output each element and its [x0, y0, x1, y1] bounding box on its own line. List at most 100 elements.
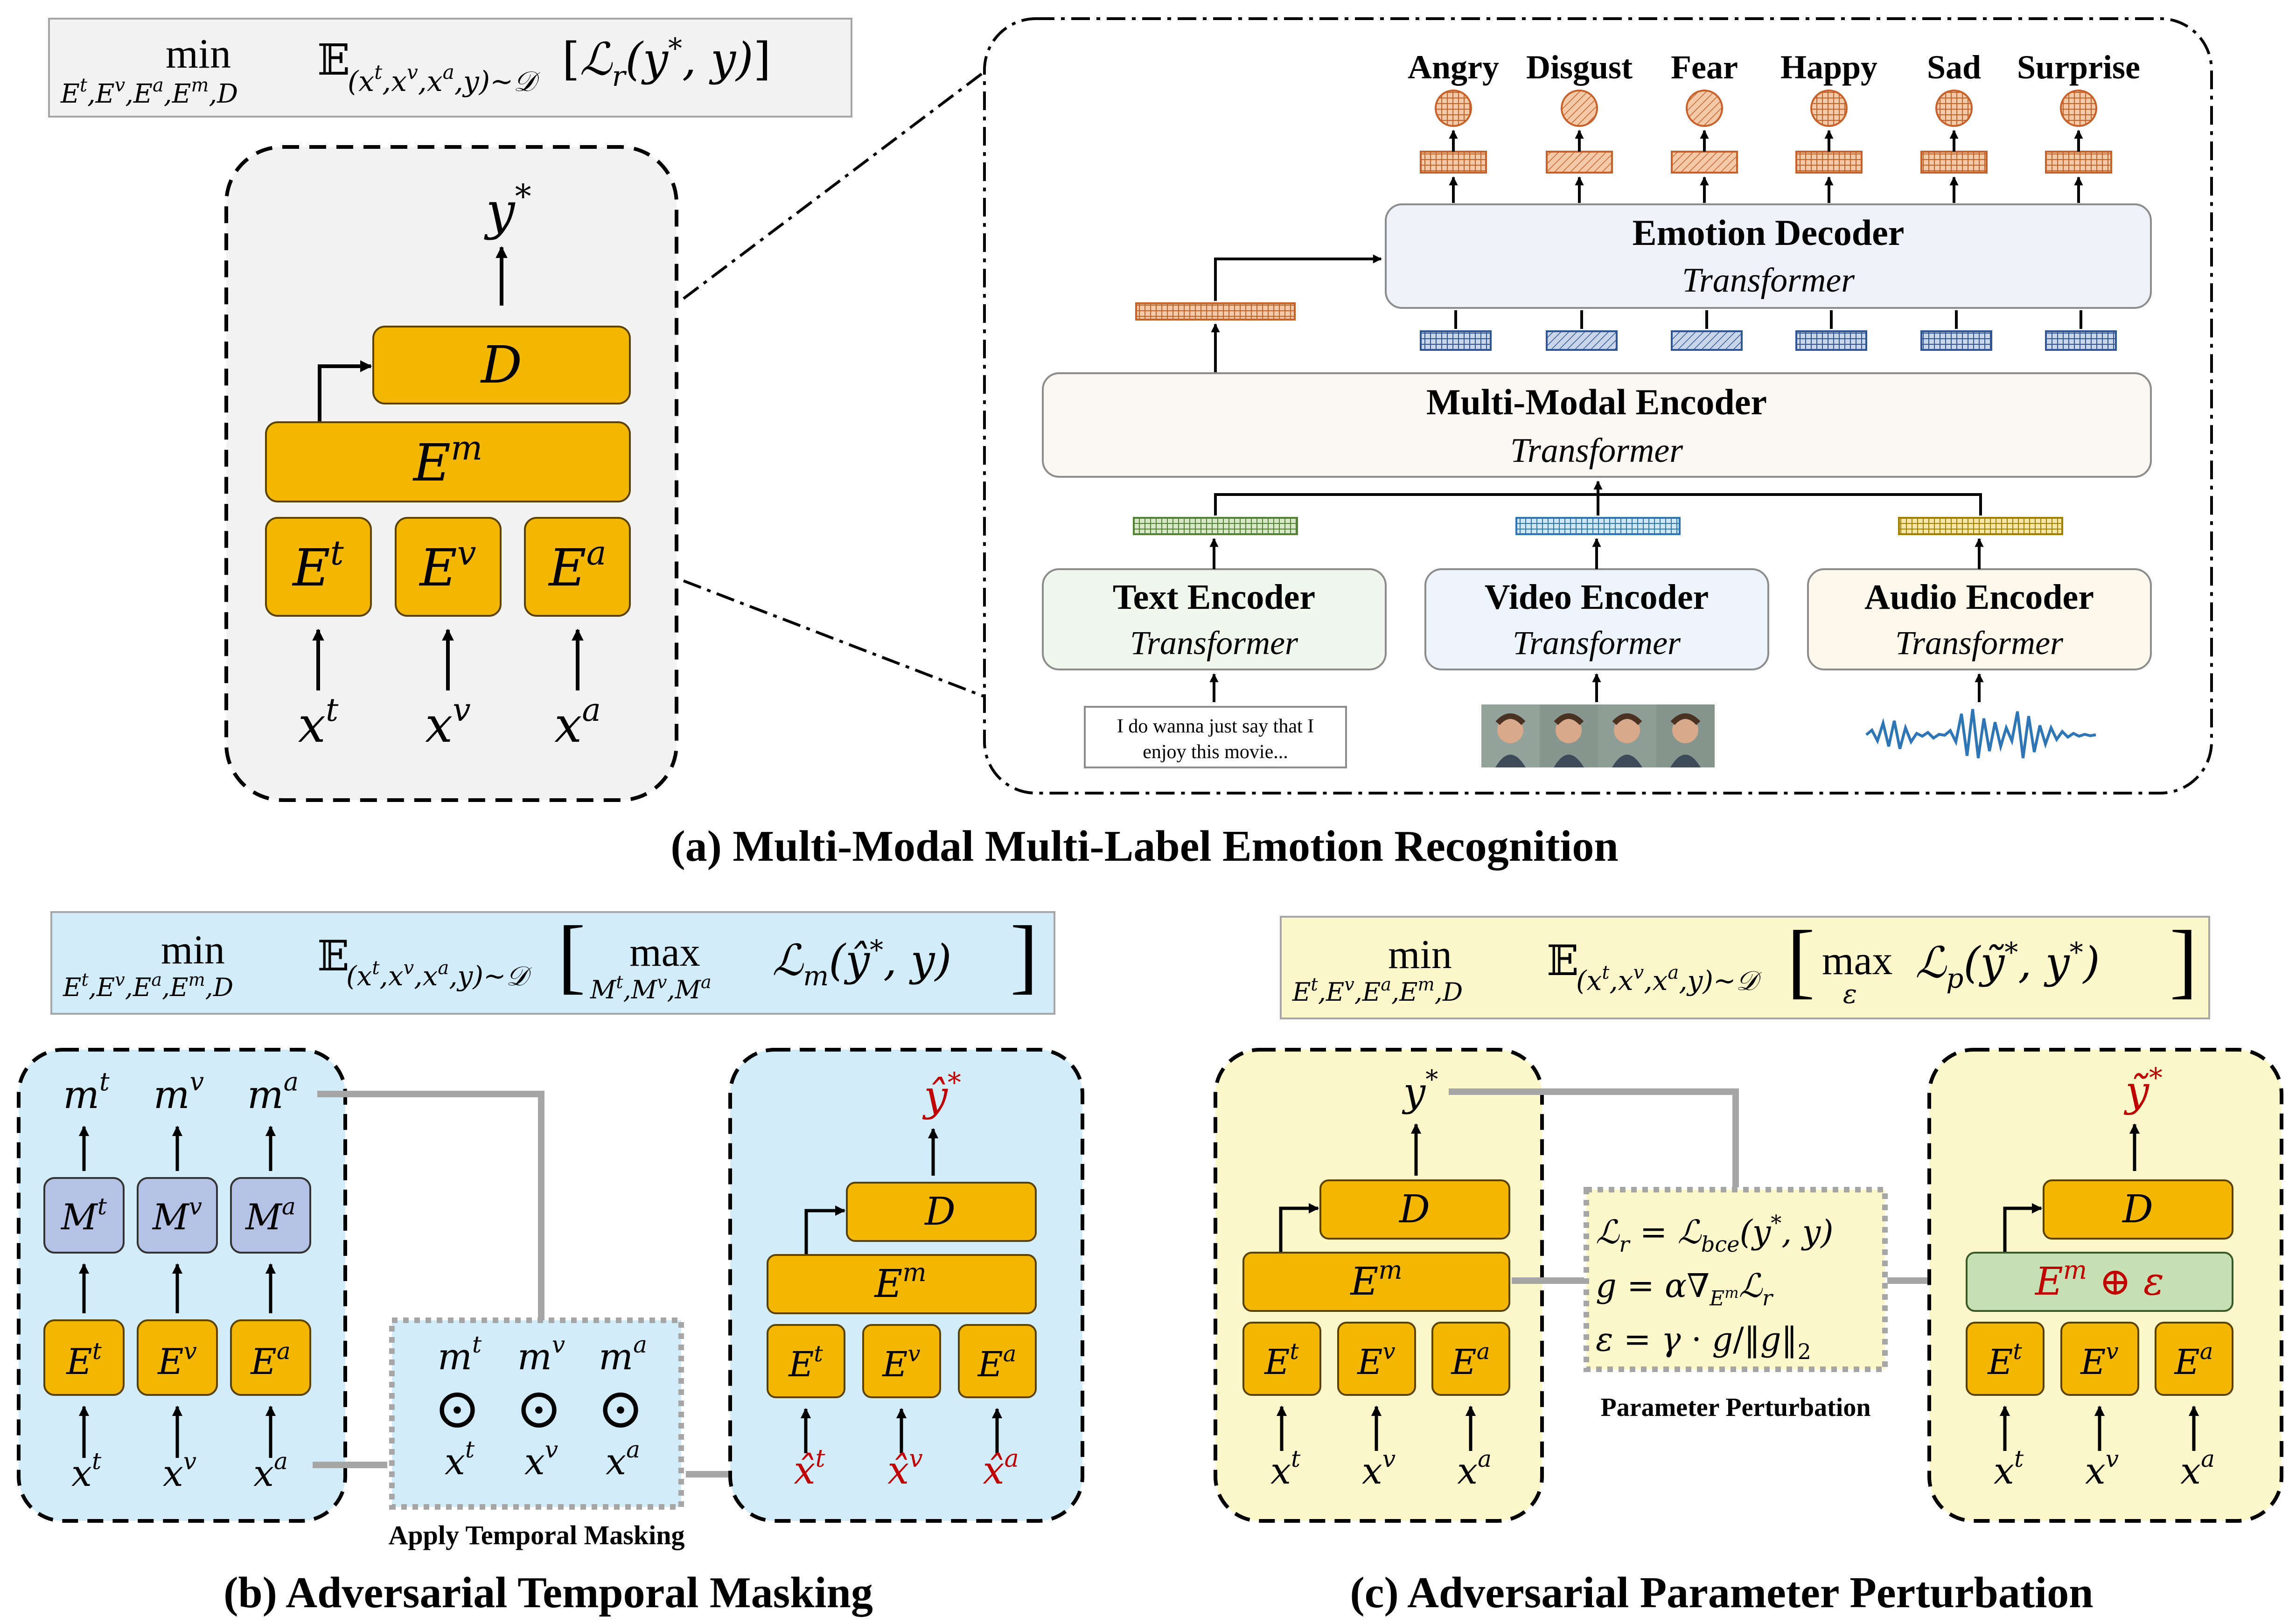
video-encoder-sub: Transformer	[1513, 624, 1681, 662]
objective-c-max: max	[1822, 938, 1893, 983]
zoom-line-bottom	[683, 579, 988, 699]
objective-c-expect: 𝔼	[1547, 938, 1579, 984]
input-xa-c2: xa	[2180, 1445, 2215, 1492]
decoder-block-c2	[2043, 1179, 2233, 1240]
text-input-line2: enjoy this movie...	[1143, 741, 1288, 763]
section-a: min Et,Ev,Ea,Em,D 𝔼 (xt,xv,xa,y)~𝒟 [ℒr(y…	[48, 17, 2213, 871]
objective-c-loss: ℒp(ỹ*, y*)	[1915, 936, 2100, 994]
multimodal-encoder-title: Multi-Modal Encoder	[1426, 382, 1767, 422]
fusion-encoder-block-b	[767, 1254, 1037, 1314]
enc-Ea-b	[230, 1319, 311, 1396]
objective-c-min: min	[1388, 932, 1452, 977]
fusion-encoder-block-a	[265, 421, 631, 502]
video-token	[1515, 517, 1681, 535]
objective-b-bracket-close: ]	[1010, 909, 1038, 1002]
arrow-fused-to-decoder	[1214, 254, 1382, 301]
video-frames-image	[1481, 704, 1715, 767]
perturb-eq3: ε = γ · g/‖g‖2	[1596, 1320, 1811, 1364]
enc-Et-b2	[767, 1324, 845, 1398]
input-xv-b: xv	[163, 1448, 196, 1495]
decoder-query-tokens	[1420, 310, 2117, 351]
odot-v: ⊙	[516, 1378, 563, 1440]
decoder-block-c	[1319, 1179, 1510, 1240]
audio-encoder-block-a	[524, 517, 631, 617]
odot-t: ⊙	[434, 1378, 481, 1440]
decoder-label-b: D	[924, 1190, 956, 1234]
emotion-output-disgust	[1546, 90, 1613, 203]
caption-a: (a) Multi-Modal Multi-Label Emotion Reco…	[670, 822, 1618, 871]
enc-Ev-c	[1337, 1322, 1416, 1396]
zoom-line-top	[683, 69, 988, 300]
input-xv-a: xv	[425, 692, 471, 753]
objective-b: min Et,Ev,Ea,Em,D 𝔼 (xt,xv,xa,y)~𝒟 [ max…	[63, 909, 1038, 1004]
emotion-fear: Fear	[1671, 49, 1738, 86]
apply-xt: xt	[445, 1436, 475, 1483]
enc-Et-c2	[1966, 1322, 2045, 1396]
decoder-label-a: D	[480, 335, 522, 395]
audio-encoder-title: Audio Encoder	[1864, 578, 2094, 617]
arrow-em-to-d	[318, 360, 372, 422]
audio-waveform-image	[1865, 709, 2096, 759]
emotion-output-surprise	[2045, 90, 2112, 203]
enc-Ev-b2	[862, 1324, 941, 1398]
emotion-output-happy	[1795, 90, 1863, 203]
enc-Ev-c2	[2060, 1322, 2139, 1396]
objective-b-loss: ℒm(ŷ*, y)	[772, 934, 952, 992]
fused-token	[1135, 302, 1296, 321]
emotion-disgust: Disgust	[1526, 49, 1633, 86]
enc-Et-b	[43, 1319, 125, 1396]
video-encoder-label-a: Ev	[419, 533, 476, 598]
apply-masking-box	[389, 1317, 684, 1510]
objective-b-max-sub: Mt,Mv,Ma	[590, 972, 712, 1004]
text-encoder-sub: Transformer	[1130, 624, 1298, 662]
text-token	[1133, 517, 1298, 535]
output-y-tilde: ỹ*	[2123, 1062, 2163, 1116]
objective-a-min-sub: Et,Ev,Ea,Em,D	[60, 75, 238, 109]
y-to-perturb-line	[1449, 1088, 1739, 1187]
perturb-eq2: g = α∇Emℒr	[1596, 1267, 1774, 1310]
multimodal-encoder-block	[1042, 372, 2152, 478]
caption-b: (b) Adversarial Temporal Masking	[223, 1568, 873, 1617]
objective-a-expect: 𝔼	[317, 36, 350, 84]
emotion-angry: Angry	[1408, 49, 1499, 86]
mask-gen-Mv	[137, 1177, 218, 1254]
masked-xt: x̂t	[794, 1445, 825, 1493]
fusion-encoder-block-c	[1242, 1252, 1510, 1312]
enc-Et-c	[1242, 1322, 1321, 1396]
emotion-sad: Sad	[1927, 49, 1981, 86]
query-token	[1795, 330, 1867, 351]
fusion-encoder-label-a: Em	[412, 428, 483, 493]
query-token	[2045, 330, 2117, 351]
input-xa-b: xa	[253, 1448, 288, 1495]
objective-c-min-sub: Et,Ev,Ea,Em,D	[1292, 974, 1463, 1007]
input-xt-c2: xt	[1994, 1445, 2024, 1492]
objective-a: min Et,Ev,Ea,Em,D 𝔼 (xt,xv,xa,y)~𝒟 [ℒr(y…	[60, 31, 771, 109]
enc-Ea-c	[1431, 1322, 1510, 1396]
emotion-output-angry	[1420, 90, 1487, 203]
emotion-decoder-block	[1385, 203, 2152, 309]
objective-c-box	[1280, 916, 2210, 1019]
multimodal-encoder-sub: Transformer	[1510, 432, 1683, 470]
objective-b-min: min	[161, 927, 225, 973]
arrow-Em-D-b	[804, 1205, 846, 1255]
mask-to-apply-line	[317, 1091, 544, 1323]
input-xa-c: xa	[1457, 1445, 1492, 1492]
masking-panel-b	[17, 1048, 347, 1523]
objective-a-expect-sub: (xt,xv,xa,y)~𝒟	[348, 61, 540, 98]
perturb-label: Parameter Perturbation	[1601, 1393, 1871, 1422]
mask-gen-Ma	[230, 1177, 311, 1254]
perturbed-encoder-label: Em ⊕ ε	[2034, 1255, 2164, 1304]
emotion-labels: Angry Disgust Fear Happy Sad Surprise	[1408, 49, 2140, 86]
emotion-decoder-title: Emotion Decoder	[1633, 212, 1905, 253]
perturbed-encoder-block	[1966, 1252, 2233, 1312]
section-c: min Et,Ev,Ea,Em,D 𝔼 (xt,xv,xa,y)~𝒟 [ max…	[1214, 913, 2283, 1617]
objective-a-loss: [ℒr(y*, y)]	[562, 32, 771, 93]
objective-c: min Et,Ev,Ea,Em,D 𝔼 (xt,xv,xa,y)~𝒟 [ max…	[1292, 913, 2198, 1010]
text-input-box	[1084, 706, 1347, 768]
arrow-Em-D-c2	[2003, 1203, 2043, 1253]
objective-c-max-sub: ε	[1843, 979, 1857, 1010]
audio-token	[1898, 517, 2063, 535]
objective-b-min-sub: Et,Ev,Ea,Em,D	[63, 969, 233, 1002]
emotion-output-sad	[1920, 90, 1988, 203]
